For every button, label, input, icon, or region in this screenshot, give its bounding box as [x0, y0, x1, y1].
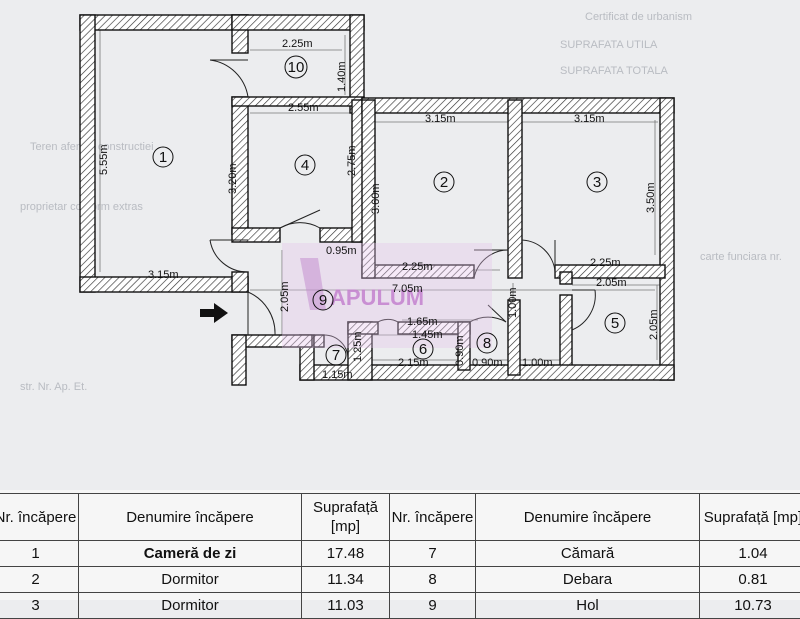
dim-r6-top: 1.65m	[407, 316, 438, 328]
dim-r4-left: 3.20m	[227, 163, 239, 194]
room-number-5: 5	[611, 315, 619, 332]
legend-cell-area: 17.48	[302, 541, 390, 567]
dim-r4-right: 2.75m	[346, 145, 358, 176]
table-row: 2 Dormitor 11.34 8 Debara 0.81	[0, 567, 800, 593]
legend-header-nr: Nr. încăpere	[0, 494, 79, 541]
dim-r3-bottom: 2.25m	[590, 257, 621, 269]
legend-header-nr: Nr. încăpere	[390, 494, 476, 541]
legend-cell-name: Debara	[476, 567, 700, 593]
dim-r10-width: 2.25m	[282, 38, 313, 50]
legend-cell-area: 11.03	[302, 593, 390, 619]
bg-text-3: SUPRAFATA TOTALA	[560, 65, 668, 77]
room-number-10: 10	[288, 59, 305, 76]
legend-cell-area: 1.04	[700, 541, 800, 567]
dim-hall-width: 7.05m	[392, 283, 423, 295]
bg-text-2: SUPRAFATA UTILA	[560, 39, 658, 51]
dim-r3-top: 3.15m	[574, 113, 605, 125]
dim-r8-bottom: 0.90m	[472, 357, 503, 369]
legend-cell-name: Cămară	[476, 541, 700, 567]
room-number-6: 6	[419, 341, 427, 358]
room-number-1: 1	[159, 149, 167, 166]
legend-cell-area: 0.81	[700, 567, 800, 593]
dim-r1-width: 3.15m	[148, 269, 179, 281]
apulum-watermark: APULUM	[282, 243, 492, 348]
legend-cell-nr: 1	[0, 541, 79, 567]
bg-text-7: str. Nr. Ap. Et.	[20, 381, 87, 393]
legend-cell-nr: 3	[0, 593, 79, 619]
room-number-7: 7	[332, 347, 340, 364]
dim-r3-right: 3.50m	[645, 182, 657, 213]
legend-cell-area: 10.73	[700, 593, 800, 619]
dim-r2-bottom: 2.25m	[402, 261, 433, 273]
dim-r5-door: 1.00m	[507, 287, 519, 318]
dim-r6-left: 1.25m	[352, 331, 364, 362]
bg-text-1: Certificat de urbanism	[585, 11, 692, 23]
legend-header-name: Denumire încăpere	[476, 494, 700, 541]
dim-r7-bottom: 1.15m	[322, 369, 353, 381]
legend-cell-nr: 7	[390, 541, 476, 567]
legend-cell-nr: 8	[390, 567, 476, 593]
dim-r6-inner: 1.45m	[412, 329, 443, 341]
legend-cell-name: Dormitor	[79, 567, 302, 593]
dim-r1-height: 5.55m	[98, 144, 110, 175]
dim-r8-height: 0.90m	[454, 335, 466, 366]
legend-cell-nr: 9	[390, 593, 476, 619]
dim-door-gap: 0.95m	[326, 245, 357, 257]
legend-header-name: Denumire încăpere	[79, 494, 302, 541]
dim-hall-height: 2.05m	[279, 281, 291, 312]
legend-cell-name: Hol	[476, 593, 700, 619]
room-number-4: 4	[301, 157, 309, 174]
room-number-2: 2	[440, 174, 448, 191]
dim-r2-left: 3.60m	[370, 183, 382, 214]
dim-r10-height: 1.40m	[336, 61, 348, 92]
room-number-8: 8	[483, 335, 491, 352]
legend-header-row: Nr. încăpere Denumire încăpere Suprafață…	[0, 494, 800, 541]
bg-text-6: carte funciara nr.	[700, 251, 782, 263]
room-number-9: 9	[319, 292, 327, 309]
legend-header-area: Suprafață [mp]	[700, 494, 800, 541]
dim-r5-right: 2.05m	[648, 309, 660, 340]
dim-r2-top: 3.15m	[425, 113, 456, 125]
table-row: 3 Dormitor 11.03 9 Hol 10.73	[0, 593, 800, 619]
legend-header-area: Suprafață [mp]	[302, 494, 390, 541]
dim-r5-top: 2.05m	[596, 277, 627, 289]
legend-cell-name: Cameră de zi	[79, 541, 302, 567]
legend-cell-nr: 2	[0, 567, 79, 593]
dim-r4-width: 2.55m	[288, 102, 319, 114]
floor-plan-drawing: Certificat de urbanism SUPRAFATA UTILA S…	[0, 0, 800, 490]
room-number-3: 3	[593, 174, 601, 191]
legend-cell-name: Dormitor	[79, 593, 302, 619]
table-row: 1 Cameră de zi 17.48 7 Cămară 1.04	[0, 541, 800, 567]
legend-cell-area: 11.34	[302, 567, 390, 593]
floor-plan: Certificat de urbanism SUPRAFATA UTILA S…	[0, 0, 800, 490]
room-legend-table: Nr. încăpere Denumire încăpere Suprafață…	[0, 493, 800, 619]
entrance-arrow-icon	[200, 303, 228, 323]
room-legend: Nr. încăpere Denumire încăpere Suprafață…	[0, 490, 800, 600]
dim-bottom-right: 1.00m	[522, 357, 553, 369]
